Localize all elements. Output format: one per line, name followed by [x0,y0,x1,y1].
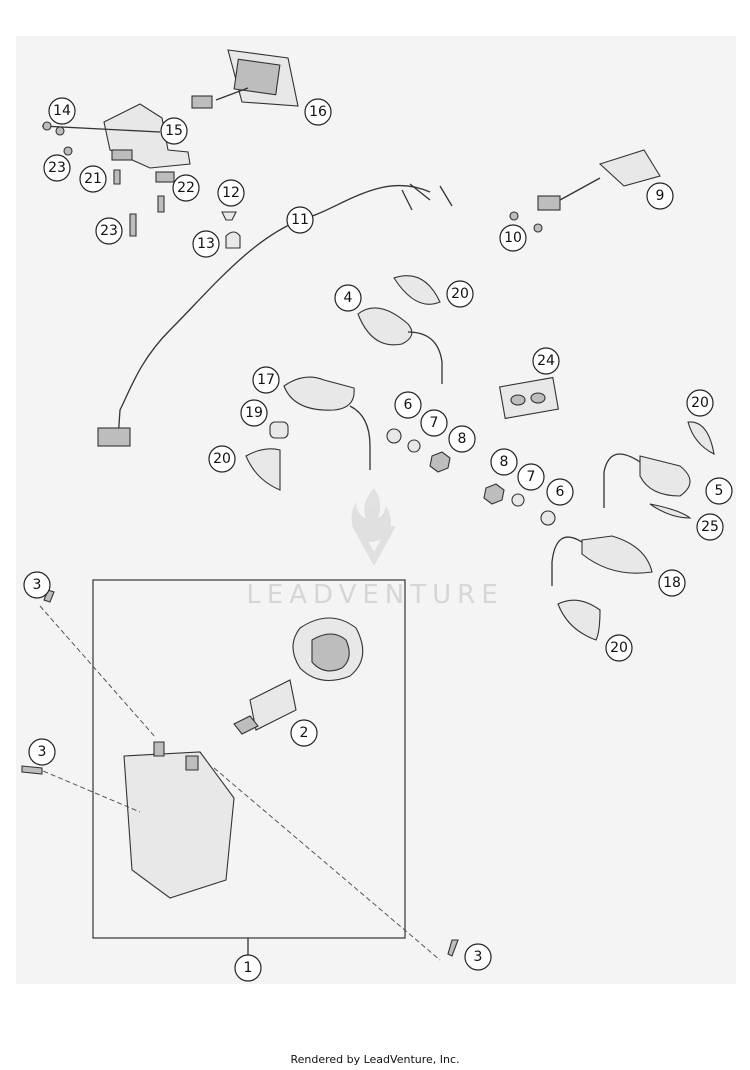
svg-text:6: 6 [556,484,565,500]
svg-text:11: 11 [291,212,309,228]
svg-text:8: 8 [458,431,467,447]
indicator-part [603,421,715,519]
svg-text:14: 14 [53,103,71,119]
callout-14: 14 [48,97,76,125]
callout-7: 7 [517,463,545,491]
svg-text:23: 23 [100,223,118,239]
small-fasteners-part [221,211,241,249]
svg-text:1: 1 [244,960,253,976]
callout-21: 21 [79,165,107,193]
footer-credit: Rendered by LeadVenture, Inc. [290,1053,460,1066]
callout-7: 7 [420,409,448,437]
svg-text:20: 20 [610,640,628,656]
callout-3: 3 [28,738,56,766]
svg-text:17: 17 [257,372,275,388]
instrument-cluster-part [191,49,299,109]
callout-20: 20 [605,634,633,662]
leadventure-logo-watermark [351,488,396,566]
svg-text:24: 24 [537,353,555,369]
svg-text:5: 5 [715,483,724,499]
callout-6: 6 [394,391,422,419]
svg-text:16: 16 [309,104,327,120]
svg-text:21: 21 [84,171,102,187]
svg-text:10: 10 [504,230,522,246]
callout-20: 20 [208,445,236,473]
watermark-text: LEADVENTURE [246,580,504,610]
svg-text:22: 22 [177,180,195,196]
svg-text:9: 9 [656,188,665,204]
callout-19: 19 [240,399,268,427]
callout-15: 15 [160,117,188,145]
svg-text:20: 20 [213,451,231,467]
callout-11: 11 [286,206,314,234]
callout-2: 2 [290,719,318,747]
callout-9: 9 [646,182,674,210]
callout-3: 3 [464,943,492,971]
indicator-part [357,275,443,384]
svg-text:20: 20 [451,286,469,302]
callout-22: 22 [172,174,200,202]
headlight-assembly-part [21,579,459,961]
svg-text:23: 23 [48,160,66,176]
callout-8: 8 [448,425,476,453]
washers-part [386,428,556,526]
dash-bracket-part [41,103,191,237]
callout-4: 4 [334,284,362,312]
svg-text:7: 7 [430,415,439,431]
wiring-harness-part [97,183,453,447]
callout-12: 12 [217,179,245,207]
svg-text:8: 8 [500,454,509,470]
svg-text:20: 20 [691,395,709,411]
svg-text:4: 4 [344,290,353,306]
callout-23: 23 [95,217,123,245]
callout-20: 20 [686,389,714,417]
callout-23: 23 [43,154,71,182]
callout-1: 1 [234,954,262,982]
svg-text:13: 13 [197,236,215,252]
svg-text:2: 2 [300,725,309,741]
callout-24: 24 [532,347,560,375]
svg-text:18: 18 [663,575,681,591]
svg-text:25: 25 [701,519,719,535]
indicator-part [245,376,371,491]
callout-6: 6 [546,478,574,506]
svg-text:3: 3 [474,949,483,965]
svg-text:15: 15 [165,123,183,139]
callout-13: 13 [192,230,220,258]
callout-8: 8 [490,448,518,476]
tail-light-part [509,149,661,233]
seal-set-part [498,376,560,420]
callout-10: 10 [499,224,527,252]
callout-16: 16 [304,98,332,126]
svg-text:7: 7 [527,469,536,485]
svg-text:3: 3 [33,577,42,593]
callout-25: 25 [696,513,724,541]
svg-text:19: 19 [245,405,263,421]
callout-18: 18 [658,569,686,597]
svg-text:3: 3 [38,744,47,760]
callout-3: 3 [23,571,51,599]
callout-5: 5 [705,477,733,505]
svg-text:12: 12 [222,185,240,201]
callout-17: 17 [252,366,280,394]
callout-20: 20 [446,280,474,308]
svg-text:6: 6 [404,397,413,413]
indicator-part [551,535,653,641]
